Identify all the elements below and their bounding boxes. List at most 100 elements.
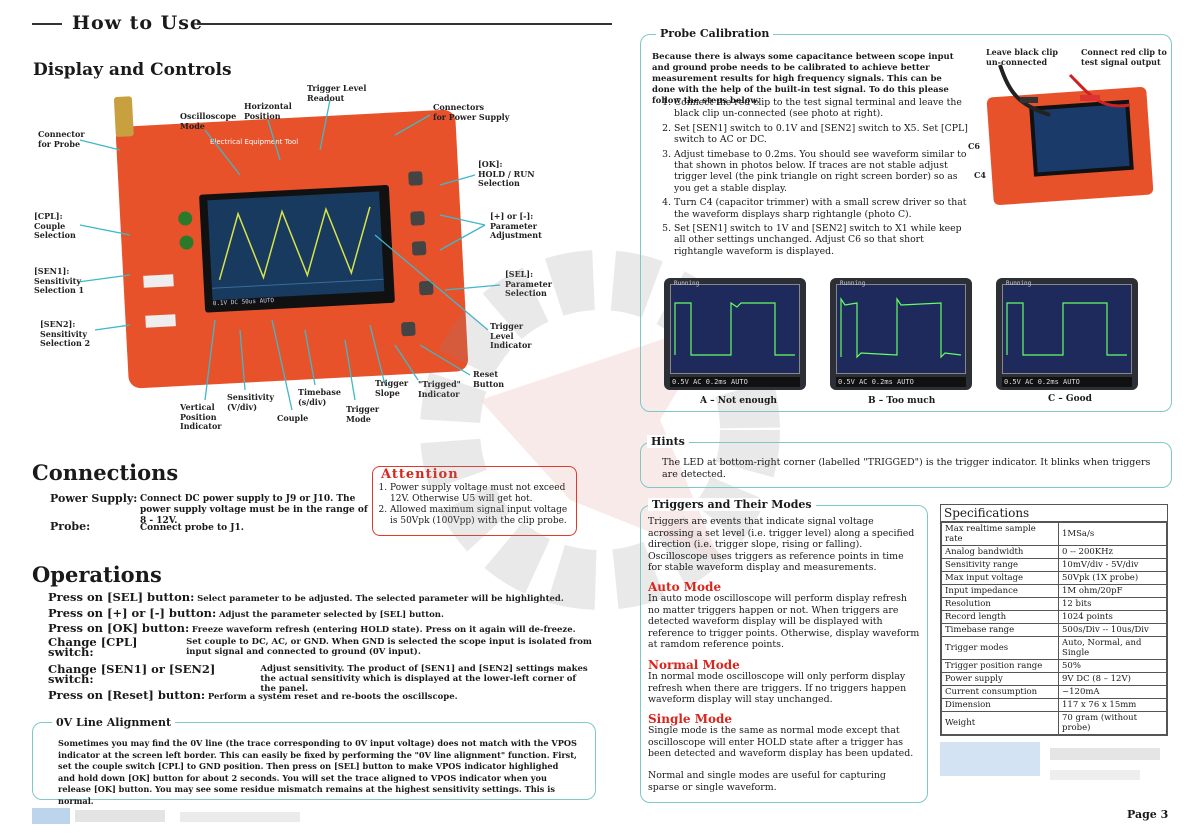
operation-key: Press on [SEL] button: [48,590,195,604]
label-c4: C4 [974,170,986,180]
scope-screen-b: Running 0.5V AC 0.2ms AUTO [830,278,972,390]
probe-calibration-intro: Because there is always some capacitance… [652,52,954,106]
operation-row: Change [CPL] switch: Set couple to DC, A… [48,636,593,658]
hints-title: Hints [647,435,689,448]
single-mode-text: Single mode is the same as normal mode e… [648,725,914,759]
waveform-good [1006,302,1127,356]
spec-value: 1024 points [1058,610,1167,624]
spec-value: 1MSa/s [1058,522,1167,546]
operation-desc: Adjust the parameter selected by [SEL] b… [218,610,444,620]
callout-connector-probe: Connector for Probe [38,129,85,149]
spec-value: 500s/Div -- 10us/Div [1058,623,1167,637]
power-supply-label: Power Supply: [50,492,138,505]
spec-name: Max realtime sample rate [941,522,1059,546]
spec-name: Trigger modes [941,636,1059,660]
spec-value: 70 gram (without probe) [1058,711,1167,735]
spec-name: Analog bandwidth [941,545,1059,559]
spec-value: 50Vpk (1X probe) [1058,571,1167,585]
callout-sen2: [SEN2]: Sensitivity Selection 2 [40,319,91,348]
waveform-too-much [840,297,962,359]
callout-horiz-position: Horizontal Position [244,101,292,121]
probe-clip-wires [998,64,1131,117]
callout-vertical-position: Vertical Position Indicator [180,402,222,431]
callout-trigger-readout: Trigger Level Readout [307,83,367,103]
spec-value: 9V DC (8 – 12V) [1058,672,1167,686]
calibration-step: Set [SEN1] switch to 0.1V and [SEN2] swi… [674,123,974,146]
spec-value: 0 -- 200KHz [1058,545,1167,559]
callout-couple: Couple [277,413,309,423]
operation-row: Press on [+] or [-] button: Adjust the p… [48,606,588,620]
callout-power-connectors: Connectors for Power Supply [433,102,510,122]
attention-item: Allowed maximum signal input voltage is … [390,505,575,527]
spec-value: 12 bits [1058,597,1167,611]
auto-mode-text: In auto mode oscilloscope will perform d… [648,593,920,650]
spec-value: Auto, Normal, and Single [1058,636,1167,660]
hints-text: The LED at bottom-right corner (labelled… [662,457,1151,480]
zero-v-alignment-text: Sometimes you may find the 0V line (the … [58,738,577,806]
operation-key: Press on [+] or [-] button: [48,606,217,620]
single-mode-title: Single Mode [648,712,733,726]
triggers-title: Triggers and Their Modes [648,498,816,511]
attention-item: Power supply voltage must not exceed 12V… [390,483,575,505]
operation-row: Press on [SEL] button: Select parameter … [48,590,588,604]
screen-waveform [211,206,384,289]
operation-desc: Perform a system reset and re-boots the … [207,692,458,702]
normal-mode-title: Normal Mode [648,658,740,672]
zero-v-alignment-title: 0V Line Alignment [52,716,176,729]
power-supply-text: Connect DC power supply to J9 or J10. Th… [140,494,368,526]
photo-subtitle: Electrical Equipment Tool [210,138,299,146]
oscilloscope-board-photo: 0.1V DC 50us AUTO [113,96,469,389]
blurred-text [180,812,300,822]
callout-osc-mode: Oscilloscope Mode [180,111,237,131]
spec-name: Record length [941,610,1059,624]
scope-status-bar: 0.5V AC 0.2ms AUTO [1002,377,1132,387]
callout-sensitivity: Sensitivity (V/div) [227,392,274,412]
zero-v-alignment-box [32,722,596,800]
label-c6: C6 [968,141,980,151]
callout-timebase: Timebase (s/div) [298,387,341,407]
label-red-clip: Connect red clip to test signal output [1081,47,1167,67]
scope-status-bar: 0.5V AC 0.2ms AUTO [836,377,966,387]
page-number: Page 3 [1127,808,1169,821]
callout-cpl: [CPL]: Couple Selection [34,211,76,240]
operation-desc: Set couple to DC, AC, or GND. When GND i… [186,637,592,657]
probe-label: Probe: [50,520,91,533]
calibration-step: Connect the red clip to the test signal … [674,97,974,120]
spec-name: Trigger position range [941,659,1059,673]
scope-status-bar: 0.5V AC 0.2ms AUTO [670,377,800,387]
callout-sen1: [SEN1]: Sensitivity Selection 1 [34,266,85,295]
connections-title: Connections [32,460,179,485]
spec-value: 10mV/div - 5V/div [1058,558,1167,572]
callout-plus-minus: [+] or [-]: Parameter Adjustment [490,211,542,240]
blurred-logo [940,742,1040,776]
scope-screen-a: Running 0.5V AC 0.2ms AUTO [664,278,806,390]
blurred-text [1050,748,1160,760]
callout-trigger-mode: Trigger Mode [346,404,380,424]
operation-desc: Freeze waveform refresh (entering HOLD s… [191,625,576,635]
spec-value: 1M ohm/20pF [1058,584,1167,598]
operation-key: Change [SEN1] or [SEN2] switch: [48,662,216,686]
blurred-text [75,810,165,822]
spec-name: Weight [941,711,1059,735]
spec-value: 117 x 76 x 15mm [1058,698,1167,712]
spec-value: ~120mA [1058,685,1167,699]
scope-screen-area [670,284,800,374]
probe-text: Connect probe to J1. [140,523,244,533]
callout-ok-button: [OK]: HOLD / RUN Selection [478,159,535,188]
operation-desc: Select parameter to be adjusted. The sel… [197,594,564,604]
calibration-step: Adjust timebase to 0.2ms. You should see… [674,149,974,195]
spec-name: Timebase range [941,623,1059,637]
lcd-bezel: 0.1V DC 50us AUTO [199,184,395,313]
calibration-step: Set [SEN1] switch to 1V and [SEN2] switc… [674,223,974,257]
scope-status: Running [840,280,866,287]
attention-box: Attention Power supply voltage must not … [372,466,577,536]
spec-name: Max input voltage [941,571,1059,585]
